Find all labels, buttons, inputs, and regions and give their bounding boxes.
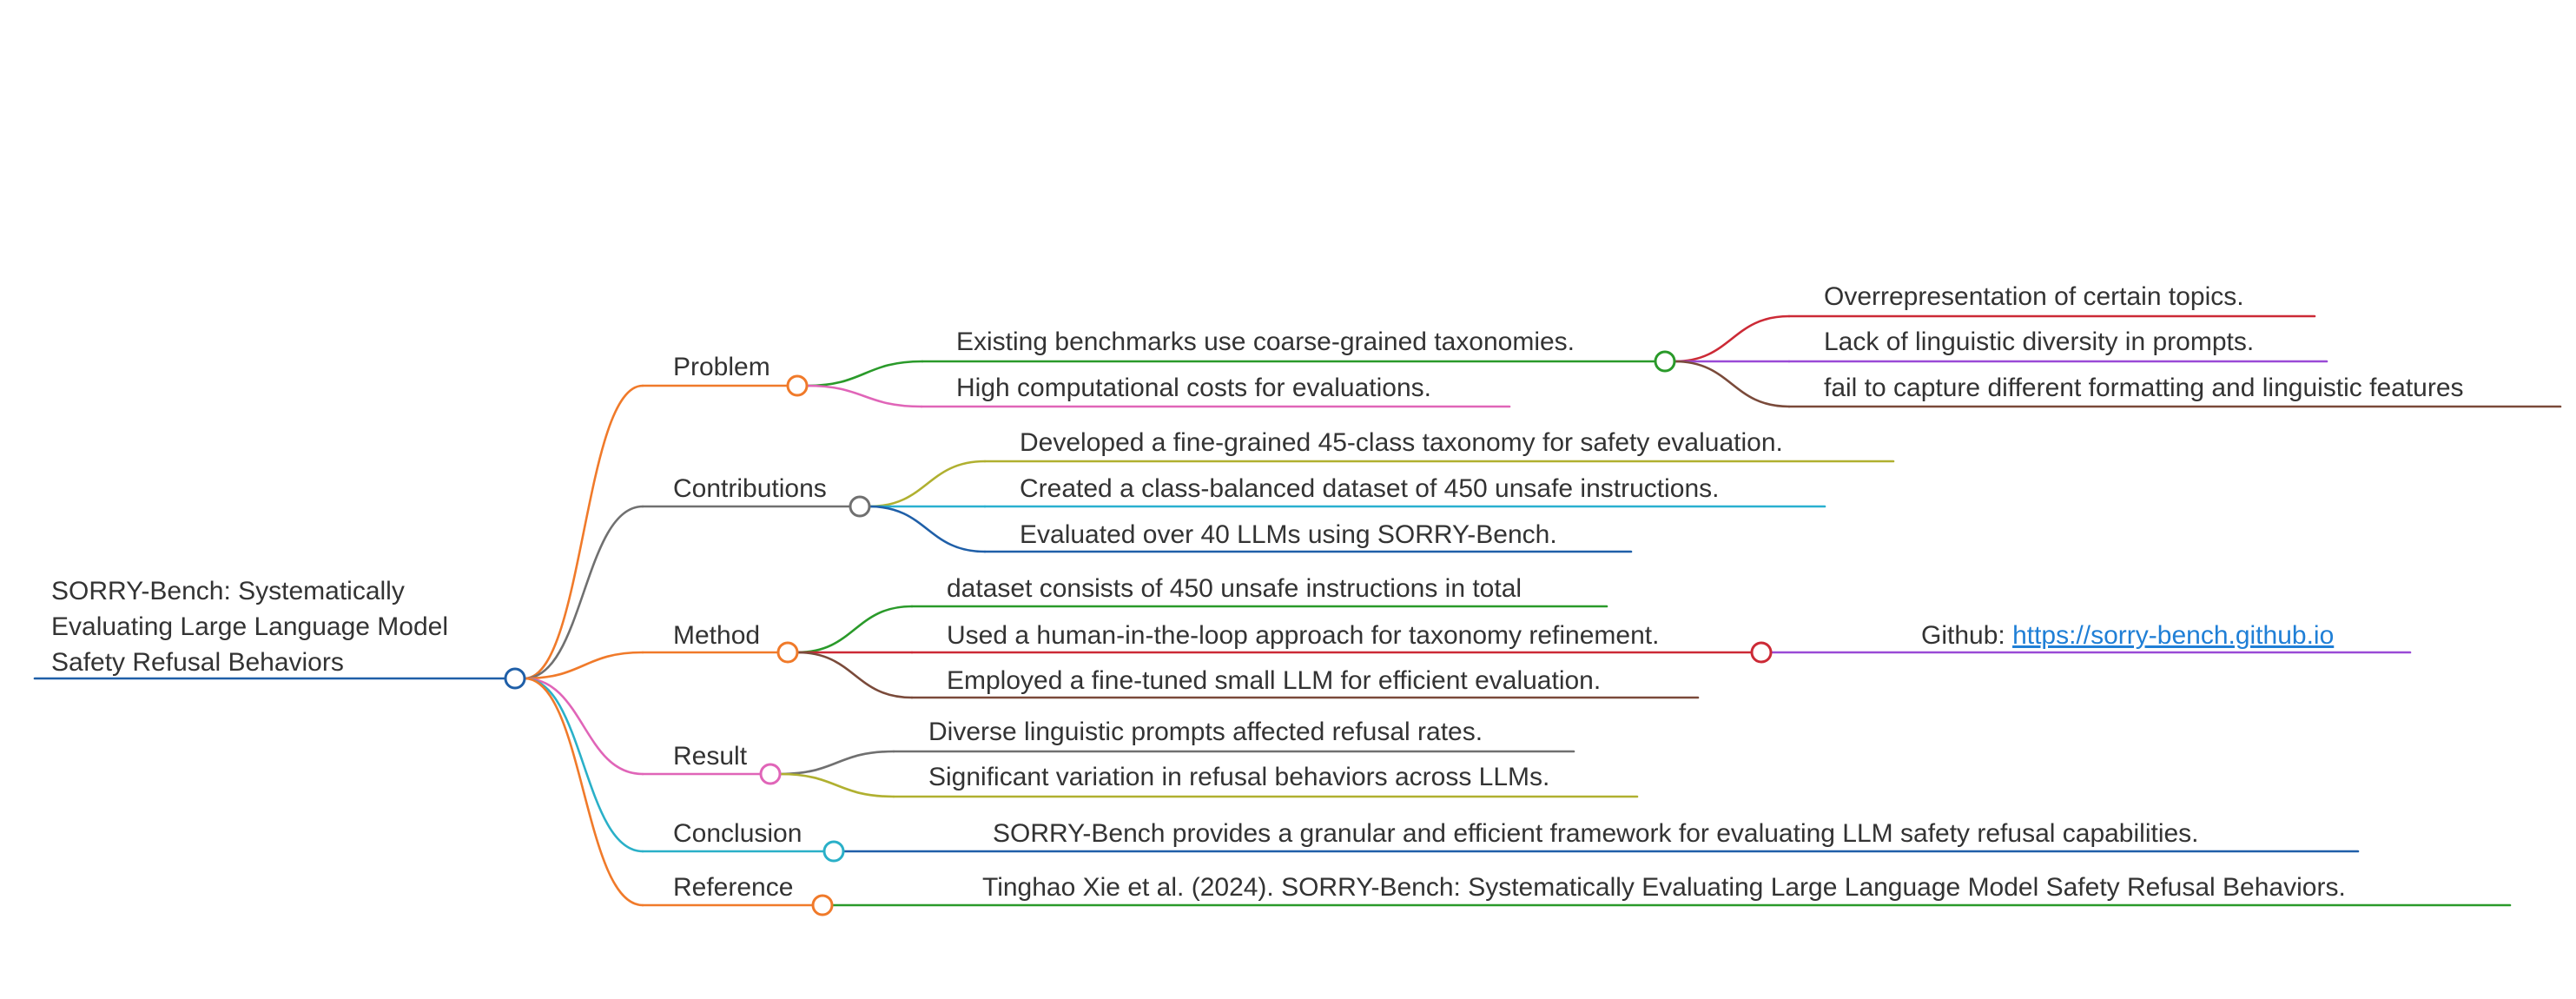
connector-method-human[interactable] <box>1750 641 1773 664</box>
node-high-computational-costs[interactable]: High computational costs for evaluations… <box>956 374 1431 402</box>
node-existing-benchmarks[interactable]: Existing benchmarks use coarse-grained t… <box>956 327 1575 356</box>
node-result-diverse-prompts[interactable]: Diverse linguistic prompts affected refu… <box>928 718 1483 746</box>
edge-contrib-evaluated <box>868 505 987 553</box>
branch-contributions-label[interactable]: Contributions <box>673 474 827 503</box>
node-lack-linguistic-diversity[interactable]: Lack of linguistic diversity in prompts. <box>1824 327 2254 356</box>
connector-existing[interactable] <box>1654 350 1676 373</box>
github-prefix: Github: <box>1921 621 2012 650</box>
edge-contrib-taxonomy <box>868 460 987 508</box>
node-reference-text[interactable]: Tinghao Xie et al. (2024). SORRY-Bench: … <box>982 873 2346 902</box>
edges-layer <box>523 314 1791 907</box>
root-title-line-3: Safety Refusal Behaviors <box>51 648 344 677</box>
node-conclusion-text[interactable]: SORRY-Bench provides a granular and effi… <box>993 819 2199 848</box>
node-method-dataset[interactable]: dataset consists of 450 unsafe instructi… <box>947 574 1522 603</box>
connector-conclusion[interactable] <box>822 840 845 863</box>
underlines-layer <box>33 314 2562 907</box>
edge-root-to-reference <box>523 677 644 907</box>
node-contribution-taxonomy[interactable]: Developed a fine-grained 45-class taxono… <box>1020 428 1783 457</box>
node-github[interactable]: Github: https://sorry-bench.github.io <box>1921 621 2334 650</box>
edge-method-dataset <box>796 605 914 654</box>
root-title-line-1: SORRY-Bench: Systematically <box>51 577 405 605</box>
labels-layer: SORRY-Bench: Systematically Evaluating L… <box>51 282 2464 902</box>
node-fail-to-capture[interactable]: fail to capture different formatting and… <box>1824 374 2464 402</box>
branch-reference-label[interactable]: Reference <box>673 873 793 902</box>
edge-high-cost <box>805 384 923 408</box>
connector-method[interactable] <box>776 641 799 664</box>
edge-root-to-contributions <box>523 505 644 680</box>
edge-root-to-problem <box>523 384 644 680</box>
node-contribution-evaluated[interactable]: Evaluated over 40 LLMs using SORRY-Bench… <box>1020 520 1557 549</box>
root-connector[interactable] <box>504 667 526 690</box>
branch-conclusion-label[interactable]: Conclusion <box>673 819 802 848</box>
edge-root-to-conclusion <box>523 677 644 853</box>
connector-problem[interactable] <box>786 374 809 397</box>
edge-result-variation <box>778 772 895 798</box>
branch-method-label[interactable]: Method <box>673 621 760 650</box>
edge-fail <box>1673 360 1791 408</box>
edge-root-to-result <box>523 677 644 776</box>
edge-result-diverse <box>778 750 895 776</box>
edge-problem-to-existing <box>805 360 924 387</box>
root-title-line-2: Evaluating Large Language Model <box>51 612 448 641</box>
node-method-human-in-loop[interactable]: Used a human-in-the-loop approach for ta… <box>947 621 1659 650</box>
node-result-significant-variation[interactable]: Significant variation in refusal behavio… <box>928 763 1549 791</box>
branch-result-label[interactable]: Result <box>673 742 748 771</box>
node-method-fine-tuned-llm[interactable]: Employed a fine-tuned small LLM for effi… <box>947 666 1601 695</box>
edge-method-fine-tuned <box>796 651 914 699</box>
connector-circles-layer <box>504 350 1773 916</box>
connector-result[interactable] <box>759 763 782 785</box>
branch-problem-label[interactable]: Problem <box>673 353 770 381</box>
edge-overrep <box>1673 314 1791 363</box>
github-link[interactable]: https://sorry-bench.github.io <box>2012 621 2334 650</box>
edge-root-to-method <box>523 651 644 680</box>
node-overrepresentation[interactable]: Overrepresentation of certain topics. <box>1824 282 2244 311</box>
node-contribution-dataset[interactable]: Created a class-balanced dataset of 450 … <box>1020 474 1720 503</box>
connector-contributions[interactable] <box>849 495 871 518</box>
connector-reference[interactable] <box>811 894 834 916</box>
